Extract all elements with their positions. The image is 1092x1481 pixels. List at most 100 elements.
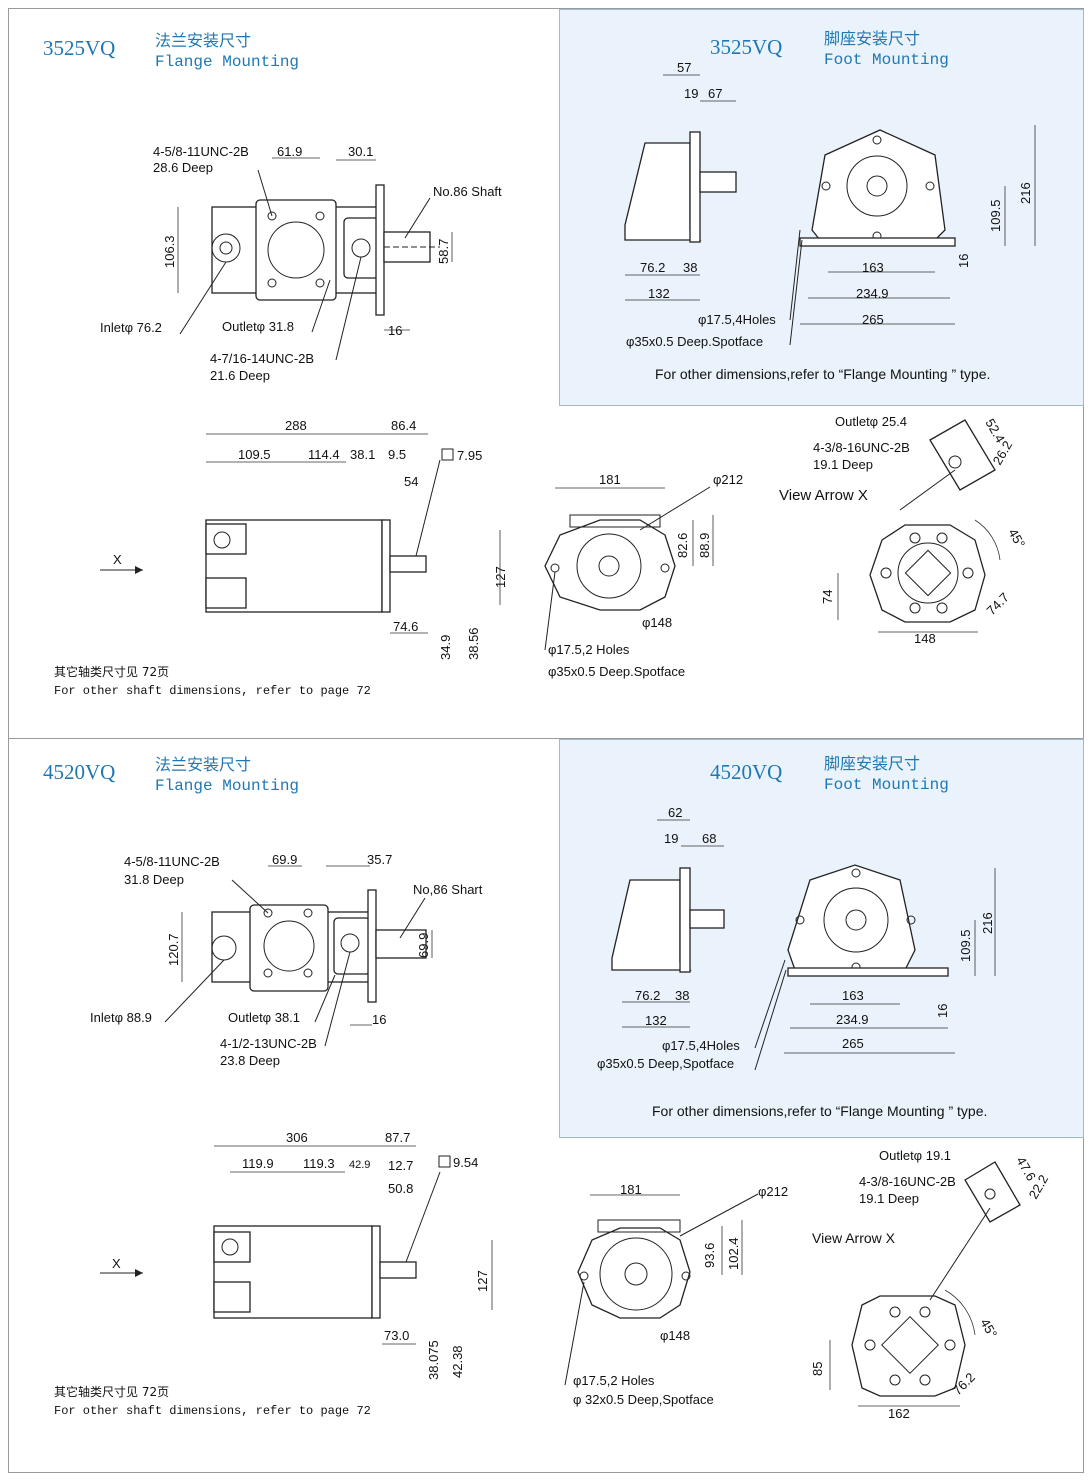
foot-title-en-2: Foot Mounting xyxy=(824,776,949,794)
label-w6: 265 xyxy=(862,312,884,327)
label-d3: 16 xyxy=(388,323,402,338)
label-l2: 87.7 xyxy=(385,1130,410,1145)
label-a: 57 xyxy=(677,60,691,75)
model-3525vq-flange: 3525VQ xyxy=(43,36,116,60)
label-w4: 163 xyxy=(842,988,864,1003)
label-d2: 30.1 xyxy=(348,144,373,159)
label-angle: 45° xyxy=(977,1316,1000,1341)
label-outlet: Outletφ 31.8 xyxy=(222,319,294,334)
shaft-note-cn-2: 其它轴类尺寸见 72页 xyxy=(54,1385,170,1399)
label-h2: 69.9 xyxy=(416,933,431,958)
side-drawing-2: 306 87.7 119.9 119.3 42.9 12.7 9.54 50.8… xyxy=(100,1130,493,1380)
label-title: View Arrow X xyxy=(812,1230,896,1246)
label-holes: φ17.5,2 Holes xyxy=(573,1373,655,1388)
label-l1: 306 xyxy=(286,1130,308,1145)
label-c: 67 xyxy=(708,86,722,101)
label-angle: 45° xyxy=(1005,526,1028,551)
label-w2: 38 xyxy=(683,260,697,275)
label-w1: 76.2 xyxy=(640,260,665,275)
flange-title-en-2: Flange Mounting xyxy=(155,777,300,795)
label-d3: 16 xyxy=(372,1012,386,1027)
label-l1: 288 xyxy=(285,418,307,433)
model-3525vq-foot: 3525VQ xyxy=(710,35,783,59)
model-4520vq-flange: 4520VQ xyxy=(43,760,116,784)
viewx-drawing-1: Outletφ 25.4 4-3/8-16UNC-2B 19.1 Deep Vi… xyxy=(779,414,1028,646)
label-d2: 35.7 xyxy=(367,852,392,867)
label-holes: φ17.5,2 Holes xyxy=(548,642,630,657)
label-d1: 61.9 xyxy=(277,144,302,159)
viewx-drawing-2: Outletφ 19.1 4-3/8-16UNC-2B 19.1 Deep Vi… xyxy=(810,1148,1051,1421)
flange-drawing-1: 4-5/8-11UNC-2B 28.6 Deep 61.9 30.1 No.86… xyxy=(100,144,502,383)
label-port-thread: 4-7/16-14UNC-2B xyxy=(210,351,314,366)
label-l5: 38.1 xyxy=(350,447,375,462)
label-h1: 93.6 xyxy=(702,1243,717,1268)
label-port-thread: 4-1/2-13UNC-2B xyxy=(220,1036,317,1051)
front-drawing-1: 181 φ212 82.6 88.9 φ148 φ17.5,2 Holes φ3… xyxy=(544,472,743,679)
label-l8: 74.6 xyxy=(393,619,418,634)
label-port-depth: 21.6 Deep xyxy=(210,368,270,383)
label-outlet: Outletφ 25.4 xyxy=(835,414,907,429)
flange-drawing-2: 4-5/8-11UNC-2B 31.8 Deep 69.9 35.7 No,86… xyxy=(90,852,483,1068)
label-l7: 50.8 xyxy=(388,1181,413,1196)
label-w: 181 xyxy=(599,472,621,487)
label-bolt-thread: 4-5/8-11UNC-2B xyxy=(124,854,220,869)
label-d3: 127 xyxy=(493,566,508,588)
label-bolt-thread: 4-5/8-11UNC-2B xyxy=(153,144,249,159)
label-key: 7.95 xyxy=(457,448,482,463)
label-l7: 54 xyxy=(404,474,418,489)
label-w5: 234.9 xyxy=(836,1012,869,1027)
pump-flange-block xyxy=(255,199,337,301)
label-h: 85 xyxy=(810,1362,825,1376)
label-w: 162 xyxy=(888,1406,910,1421)
foot-title-cn-1: 脚座安装尺寸 xyxy=(824,29,921,48)
flange-title-en-1: Flange Mounting xyxy=(155,53,300,71)
label-outlet: Outletφ 19.1 xyxy=(879,1148,951,1163)
flange-title-cn-2: 法兰安装尺寸 xyxy=(155,755,252,774)
side-drawing-1: 288 86.4 109.5 114.4 38.1 9.5 7.95 54 74… xyxy=(100,418,508,660)
label-h2: 109.5 xyxy=(958,929,973,962)
front-drawing-2: 181 φ212 93.6 102.4 φ148 φ17.5,2 Holes φ… xyxy=(564,1182,788,1407)
flange-title-cn-1: 法兰安装尺寸 xyxy=(155,31,252,50)
label-depth: 19.1 Deep xyxy=(813,457,873,472)
label-spot: φ35x0.5 Deep,Spotface xyxy=(597,1056,734,1071)
label-w4: 163 xyxy=(862,260,884,275)
label-d3: 127 xyxy=(475,1270,490,1292)
label-thread: 4-3/8-16UNC-2B xyxy=(813,440,910,455)
label-h3: 16 xyxy=(956,254,971,268)
label-title: View Arrow X xyxy=(779,487,868,504)
label-w1: 76.2 xyxy=(635,988,660,1003)
model-4520vq-foot: 4520VQ xyxy=(710,760,783,784)
label-spot: φ35x0.5 Deep.Spotface xyxy=(626,334,763,349)
label-l4: 114.4 xyxy=(308,447,340,462)
label-h2: 58.7 xyxy=(436,239,451,264)
label-shaft: No.86 Shaft xyxy=(433,184,502,199)
label-d: 74.7 xyxy=(984,590,1013,619)
label-c: 68 xyxy=(702,831,716,846)
label-h1: 106.3 xyxy=(162,235,177,268)
label-d1: 69.9 xyxy=(272,852,297,867)
shaft-note-en-2: For other shaft dimensions, refer to pag… xyxy=(54,1404,371,1418)
label-h1: 216 xyxy=(1018,182,1033,204)
label-bolt-depth: 31.8 Deep xyxy=(124,872,184,887)
label-spot: φ35x0.5 Deep.Spotface xyxy=(548,664,685,679)
foot-drawing-1: 57 19 67 216 109.5 16 76.2 38 132 163 23… xyxy=(624,60,1036,349)
label-w: 181 xyxy=(620,1182,642,1197)
shaft-note-cn-1: 其它轴类尺寸见 72页 xyxy=(54,665,170,679)
label-inlet: Inletφ 76.2 xyxy=(100,320,162,335)
label-h: 74 xyxy=(820,590,835,604)
label-thread: 4-3/8-16UNC-2B xyxy=(859,1174,956,1189)
label-spot: φ 32x0.5 Deep,Spotface xyxy=(573,1392,714,1407)
foot-drawing-2: 62 19 68 216 109.5 16 76.2 38 132 163 23… xyxy=(597,805,996,1071)
label-h2: 88.9 xyxy=(697,533,712,558)
label-pcd: φ148 xyxy=(660,1328,690,1343)
label-key: 9.54 xyxy=(453,1155,478,1170)
label-holes: φ17.5,4Holes xyxy=(662,1038,740,1053)
label-pcd: φ148 xyxy=(642,615,672,630)
label-h2: 109.5 xyxy=(988,199,1003,232)
label-w5: 234.9 xyxy=(856,286,889,301)
label-l6: 9.5 xyxy=(388,447,406,462)
label-w2: 38 xyxy=(675,988,689,1003)
label-arrow: X xyxy=(112,1256,121,1271)
label-h3: 16 xyxy=(935,1004,950,1018)
